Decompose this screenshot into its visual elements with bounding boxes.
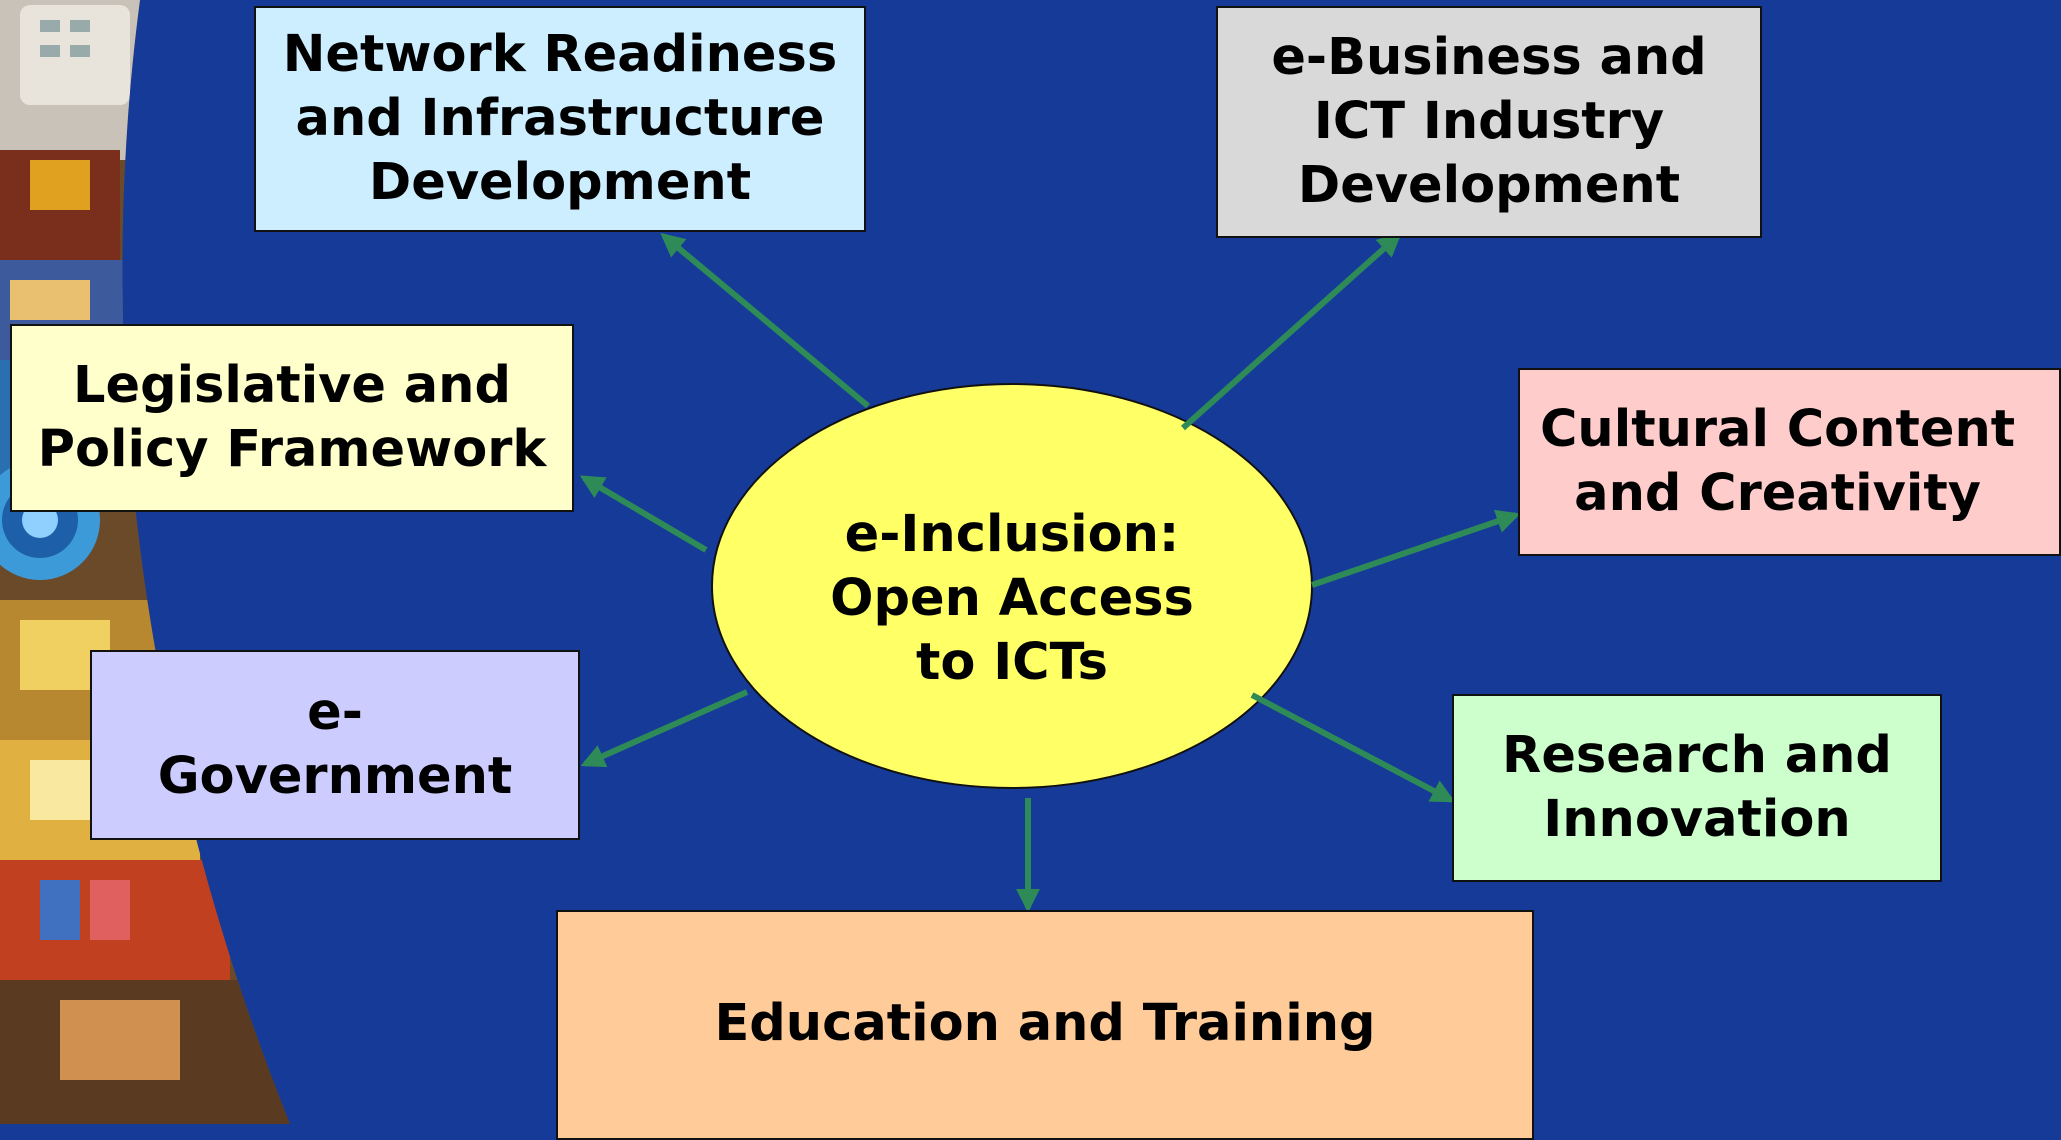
hub-ellipse [711, 383, 1313, 789]
node-education: Education and Training [556, 910, 1534, 1140]
node-ebusiness: e-Business and ICT Industry Development [1216, 6, 1762, 238]
node-legislative: Legislative and Policy Framework [10, 324, 574, 512]
node-cultural: Cultural Content and Creativity [1518, 368, 2061, 556]
arrow-to-research [1250, 692, 1456, 803]
arrow-to-egov [580, 689, 749, 768]
arrow-to-cultural [1311, 509, 1521, 588]
arrow-to-ebusiness [1181, 232, 1402, 431]
node-network-readiness: Network Readiness and Infrastructure Dev… [254, 6, 866, 232]
arrow-to-network [660, 232, 870, 409]
node-research: Research and Innovation [1452, 694, 1942, 882]
hub-label: e-Inclusion: Open Access to ICTs [830, 505, 1194, 692]
node-egovernment: e- Government [90, 650, 580, 840]
arrow-to-legislative [579, 475, 708, 553]
